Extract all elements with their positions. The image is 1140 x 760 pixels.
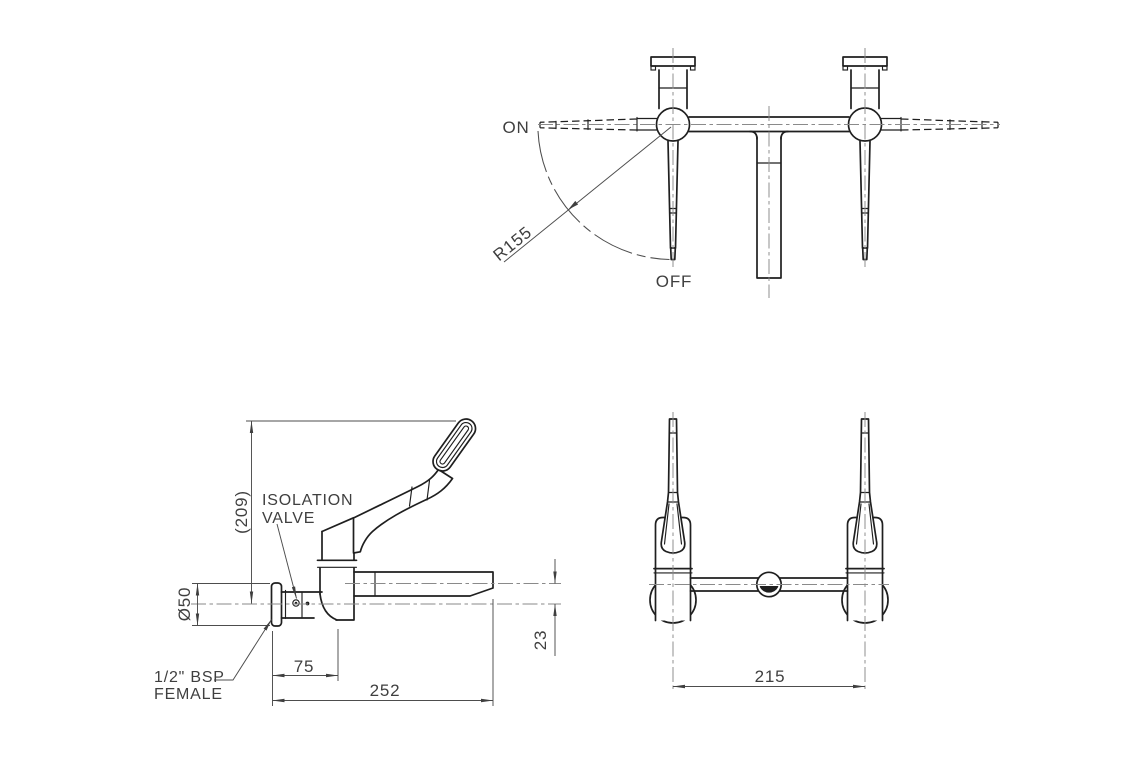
plan-centerlines	[538, 48, 1000, 298]
height-dimension: (209)	[232, 490, 251, 534]
radius-arrowhead	[568, 200, 579, 210]
off-position-label: OFF	[656, 272, 692, 291]
front-centerlines	[649, 412, 889, 691]
plan-view: R155 ON OFF	[490, 48, 1000, 298]
handle-swing-annotation: R155	[490, 126, 672, 265]
front-elevation-view: 215	[649, 412, 889, 691]
flange-diameter-dimension: Ø50	[175, 587, 194, 622]
isolation-valve-leader	[276, 523, 297, 599]
side-dimensions: (209) Ø50 75 252 23 ISOLATION VALVE 1/2"…	[154, 420, 557, 706]
isolation-valve-body	[280, 591, 323, 619]
tap-body-side	[316, 516, 358, 621]
wall-flange	[270, 582, 287, 627]
spout-opening	[759, 586, 779, 593]
side-centerlines	[191, 583, 561, 605]
isolation-valve-label-line2: VALVE	[262, 510, 315, 527]
spout-reach-dimension: 252	[370, 681, 401, 700]
front-dimensions: 215	[672, 667, 866, 689]
spout-side	[353, 571, 494, 597]
spout-drop-dimension: 23	[531, 630, 550, 651]
swing-arc	[537, 130, 670, 261]
side-elevation-view: (209) Ø50 75 252 23 ISOLATION VALVE 1/2"…	[154, 418, 561, 706]
radius-dimension: R155	[490, 223, 536, 265]
on-position-label: ON	[502, 118, 529, 137]
inlet-thread-label-line1: 1/2" BSP	[154, 669, 225, 686]
front-pipe	[689, 571, 849, 598]
radius-line	[503, 126, 672, 263]
lever-handle-side	[352, 418, 477, 554]
wall-to-body-dimension: 75	[294, 657, 315, 676]
isolation-valve-label-line1: ISOLATION	[262, 492, 353, 509]
inlet-thread-leader	[214, 619, 272, 681]
lever-grip	[432, 418, 477, 472]
inlet-thread-label-line2: FEMALE	[154, 686, 223, 703]
valve-centres-dimension: 215	[755, 667, 786, 686]
left-handle-on-position	[539, 116, 658, 132]
